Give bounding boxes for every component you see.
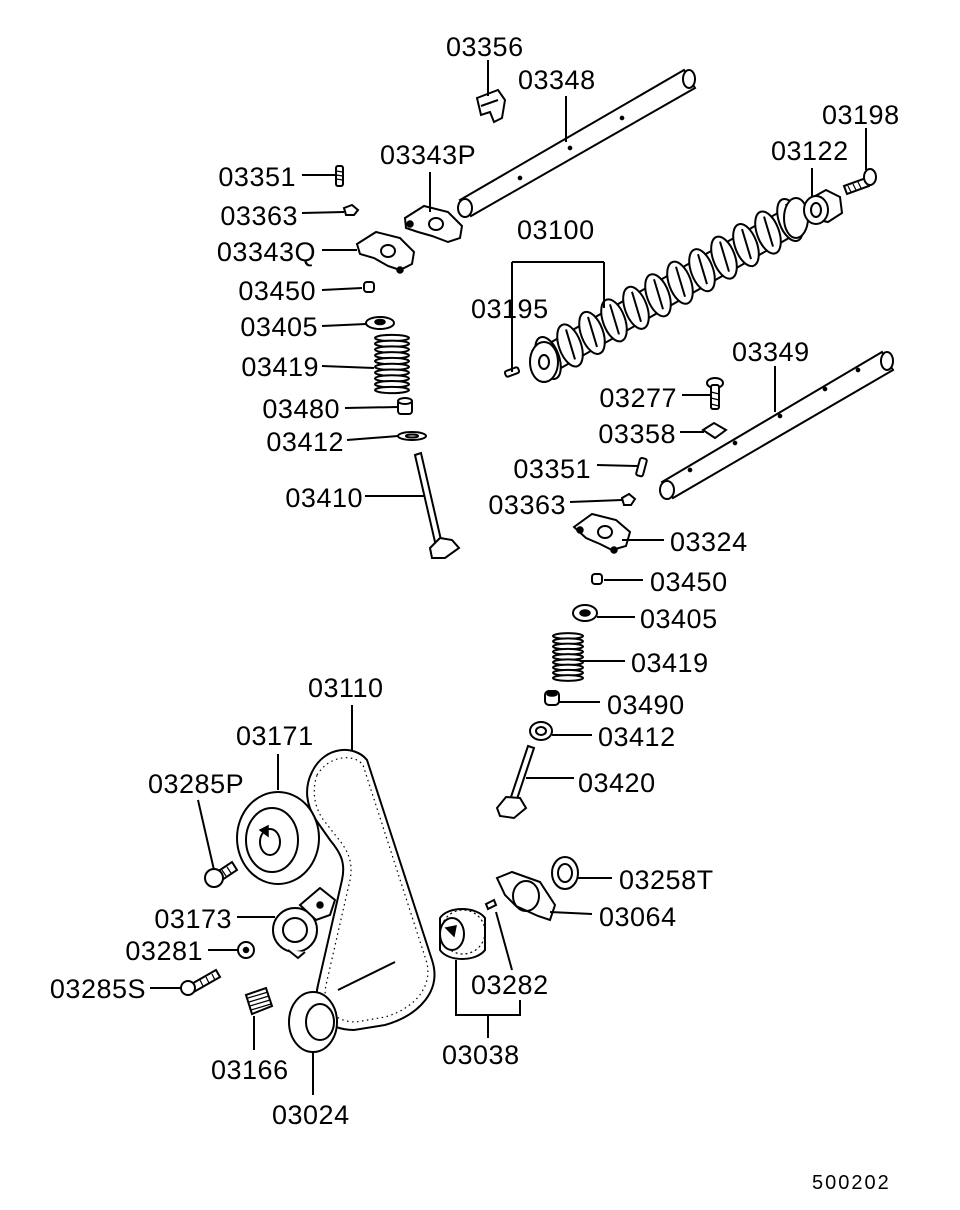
label-03343P: 03343P — [380, 140, 477, 170]
label-03419-lower: 03419 — [631, 648, 709, 678]
label-03173: 03173 — [154, 904, 232, 934]
label-03356: 03356 — [446, 32, 524, 62]
adjust-screw-03351a — [335, 165, 344, 187]
adjust-screw-03351b — [635, 456, 648, 478]
washer-03412b — [529, 721, 553, 741]
retainer-03405b — [572, 604, 598, 622]
label-03348: 03348 — [518, 65, 596, 95]
tensioner-03173 — [272, 886, 337, 960]
label-03351-lower: 03351 — [513, 454, 591, 484]
crankshaft-sprocket-03038 — [439, 908, 486, 960]
label-03412-upper: 03412 — [266, 427, 344, 457]
label-03419-upper: 03419 — [241, 352, 319, 382]
nut-03363a — [342, 203, 360, 216]
bolt-03198 — [842, 168, 877, 196]
label-03343Q: 03343Q — [216, 237, 316, 267]
valve-spring-03419a — [374, 333, 410, 395]
label-03258T: 03258T — [619, 865, 714, 895]
label-03064: 03064 — [599, 902, 677, 932]
label-03195: 03195 — [471, 294, 549, 324]
label-03363-lower: 03363 — [488, 490, 566, 520]
label-03100: 03100 — [517, 215, 595, 245]
oil-seal-03258T — [551, 856, 579, 890]
key-03282 — [484, 898, 498, 911]
valve-03410 — [413, 451, 461, 559]
label-03405-lower: 03405 — [640, 604, 718, 634]
label-03363-upper: 03363 — [220, 201, 298, 231]
label-03122: 03122 — [771, 136, 849, 166]
camshaft-sprocket-03171 — [236, 791, 320, 885]
tensioner-spring-03166 — [244, 986, 274, 1016]
label-03285S: 03285S — [49, 974, 146, 1004]
bolt-03285S — [180, 968, 222, 996]
label-03405-upper: 03405 — [240, 312, 318, 342]
bolt-03285P — [204, 860, 239, 888]
label-03110: 03110 — [308, 673, 384, 703]
washer-03412a — [397, 431, 427, 441]
rocker-arm-03324 — [572, 512, 632, 554]
label-03198: 03198 — [822, 100, 900, 130]
rocker-arm-03343P — [403, 204, 464, 244]
rocker-arm-03343Q — [355, 230, 416, 274]
label-03282: 03282 — [471, 970, 549, 1000]
bolt-03277 — [706, 377, 724, 410]
cover-03024 — [288, 991, 338, 1053]
label-03038: 03038 — [442, 1040, 520, 1070]
camshaft-thrust-03122 — [803, 188, 844, 225]
rocker-shaft-03348 — [457, 68, 697, 218]
label-03490: 03490 — [607, 690, 685, 720]
label-03410: 03410 — [285, 483, 363, 513]
cap-03450a — [363, 281, 375, 293]
valve-03420 — [495, 744, 536, 820]
label-03171: 03171 — [236, 721, 314, 751]
label-03277: 03277 — [599, 383, 677, 413]
washer-03281 — [237, 941, 255, 959]
flange-03064 — [495, 870, 557, 922]
leader-lines — [150, 60, 867, 1095]
nut-03363b — [620, 492, 637, 506]
label-03450-upper: 03450 — [238, 276, 316, 306]
label-03285P: 03285P — [148, 769, 245, 799]
retainer-03405a — [365, 316, 395, 330]
cap-03450b — [591, 573, 603, 585]
valve-seal-03490 — [544, 690, 560, 706]
shaft-cap-03356 — [475, 88, 507, 124]
label-03281: 03281 — [125, 936, 203, 966]
label-03358: 03358 — [598, 419, 676, 449]
valve-spring-03419b — [552, 632, 584, 682]
valve-seal-03480 — [397, 397, 413, 415]
label-03420: 03420 — [578, 768, 656, 798]
clip-03358 — [701, 421, 728, 440]
timing-belt-03110 — [306, 748, 436, 1032]
label-03480: 03480 — [262, 394, 340, 424]
label-03324: 03324 — [670, 527, 748, 557]
label-03024: 03024 — [272, 1100, 350, 1130]
label-03351-upper: 03351 — [218, 162, 296, 192]
label-03166: 03166 — [211, 1055, 289, 1085]
label-03450-lower: 03450 — [650, 567, 728, 597]
label-03349: 03349 — [732, 337, 810, 367]
rocker-shaft-03349 — [659, 350, 895, 500]
label-03412-lower: 03412 — [598, 722, 676, 752]
camshaft-03100 — [529, 197, 809, 383]
document-number: 500202 — [812, 1172, 891, 1194]
